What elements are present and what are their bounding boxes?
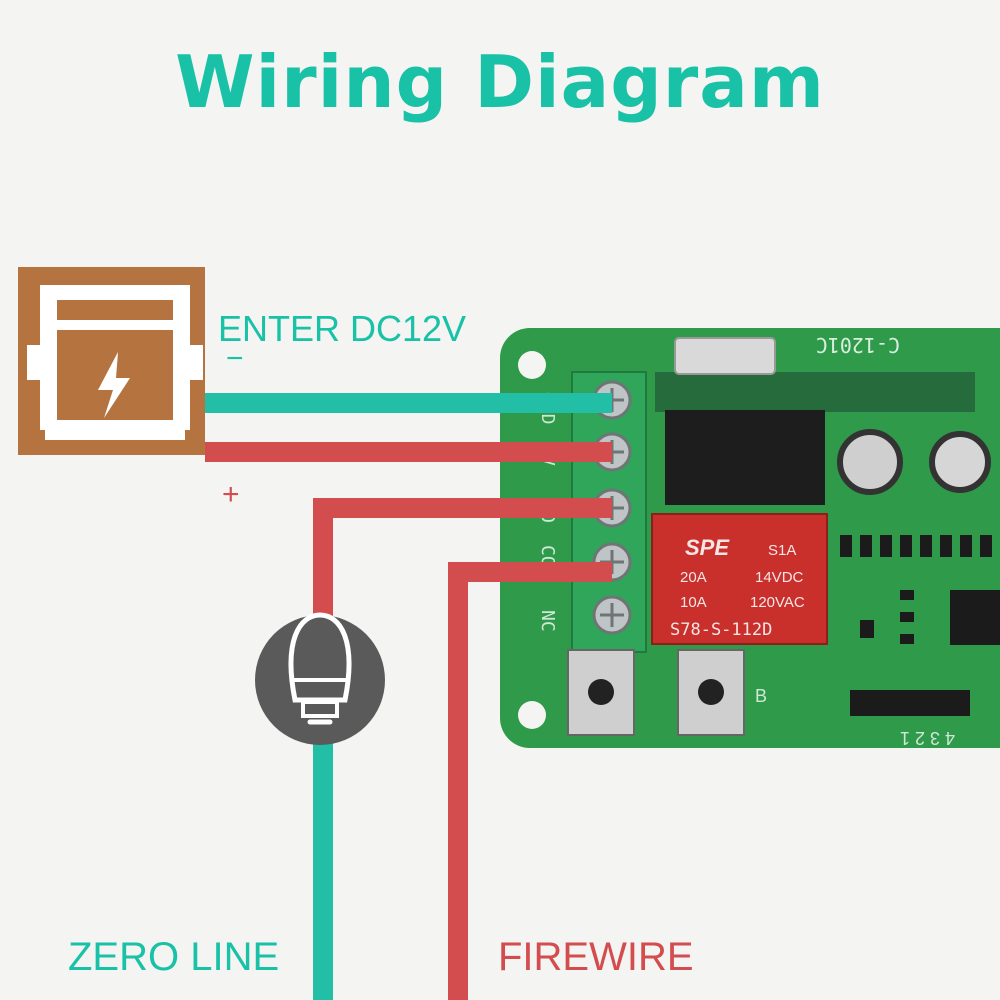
relay [651, 513, 828, 645]
zero-line-label: ZERO LINE [68, 935, 280, 979]
firewire-label: FIREWIRE [498, 935, 694, 979]
button-b-label: B [755, 686, 767, 706]
relay-rating: 14VDC [755, 569, 804, 586]
header-pins-label: 4 3 2 1 [900, 728, 955, 748]
light-bulb-icon [255, 612, 385, 745]
pcb-model-text: C-1201C [816, 333, 900, 357]
pcb-board: C-1201C GND V O COM NC SPE S1A 20A [500, 328, 1000, 748]
push-button-b [677, 649, 745, 736]
lightning-icon [98, 352, 130, 418]
capacitor [837, 429, 903, 495]
rf-module [655, 372, 975, 412]
power-supply-icon [18, 267, 205, 455]
plus-label: + [222, 478, 240, 511]
relay-brand: SPE [685, 535, 730, 560]
pin-header [850, 690, 970, 716]
wires [205, 393, 612, 1000]
relay-part: S78-S-112D [670, 620, 772, 640]
firewire-wire [448, 562, 612, 1000]
enter-dc12v-label: ENTER DC12V [218, 308, 467, 349]
minus-label: − [226, 342, 244, 375]
relay-rating: 120VAC [750, 594, 805, 611]
terminal-label-nc: NC [537, 610, 558, 632]
relay-rating: 20A [680, 569, 707, 586]
output-wire [313, 498, 612, 625]
push-button-a [567, 649, 635, 736]
relay-rating: 10A [680, 594, 707, 611]
capacitor [929, 431, 991, 493]
page-title: Wiring Diagram [175, 40, 825, 124]
relay-code: S1A [768, 542, 796, 559]
ic-chip [950, 590, 1000, 645]
